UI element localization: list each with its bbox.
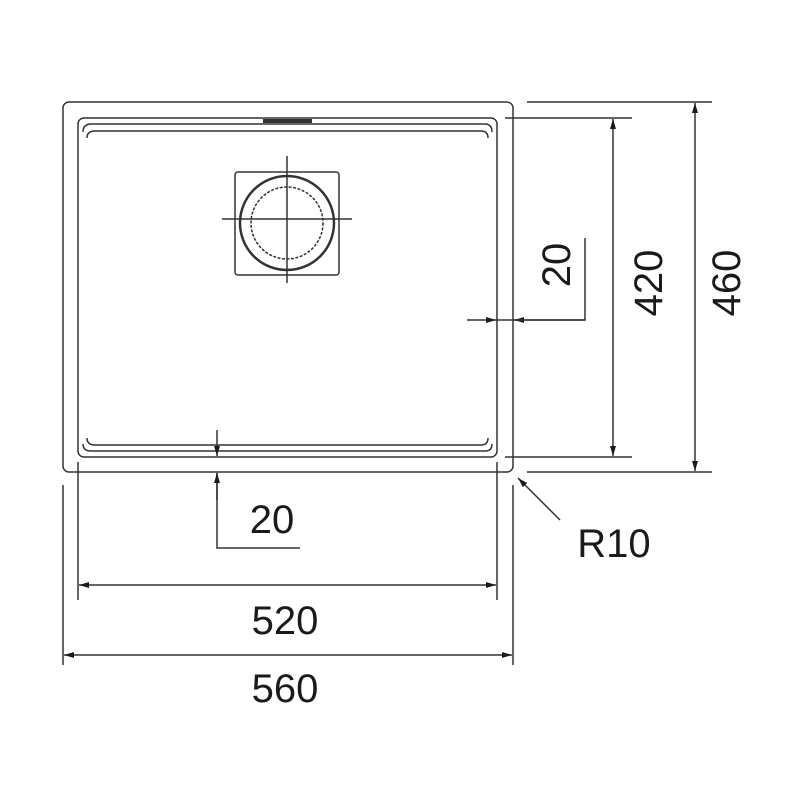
bowl-outline bbox=[77, 117, 498, 458]
sink-outer-outline bbox=[62, 101, 514, 473]
dim-label-corner-radius: R10 bbox=[577, 522, 650, 566]
dim-label-inner-width: 520 bbox=[252, 599, 319, 643]
dim-label-side-rim: 20 bbox=[535, 243, 579, 288]
dim-label-outer-width: 560 bbox=[252, 667, 319, 711]
radius-leader bbox=[517, 477, 561, 521]
dim-label-outer-height: 460 bbox=[705, 250, 749, 317]
leader-side-rim bbox=[496, 238, 586, 321]
bowl-inner-rim bbox=[82, 123, 493, 452]
dim-label-bottom-rim: 20 bbox=[250, 498, 295, 542]
dim-label-inner-height: 420 bbox=[627, 250, 671, 317]
